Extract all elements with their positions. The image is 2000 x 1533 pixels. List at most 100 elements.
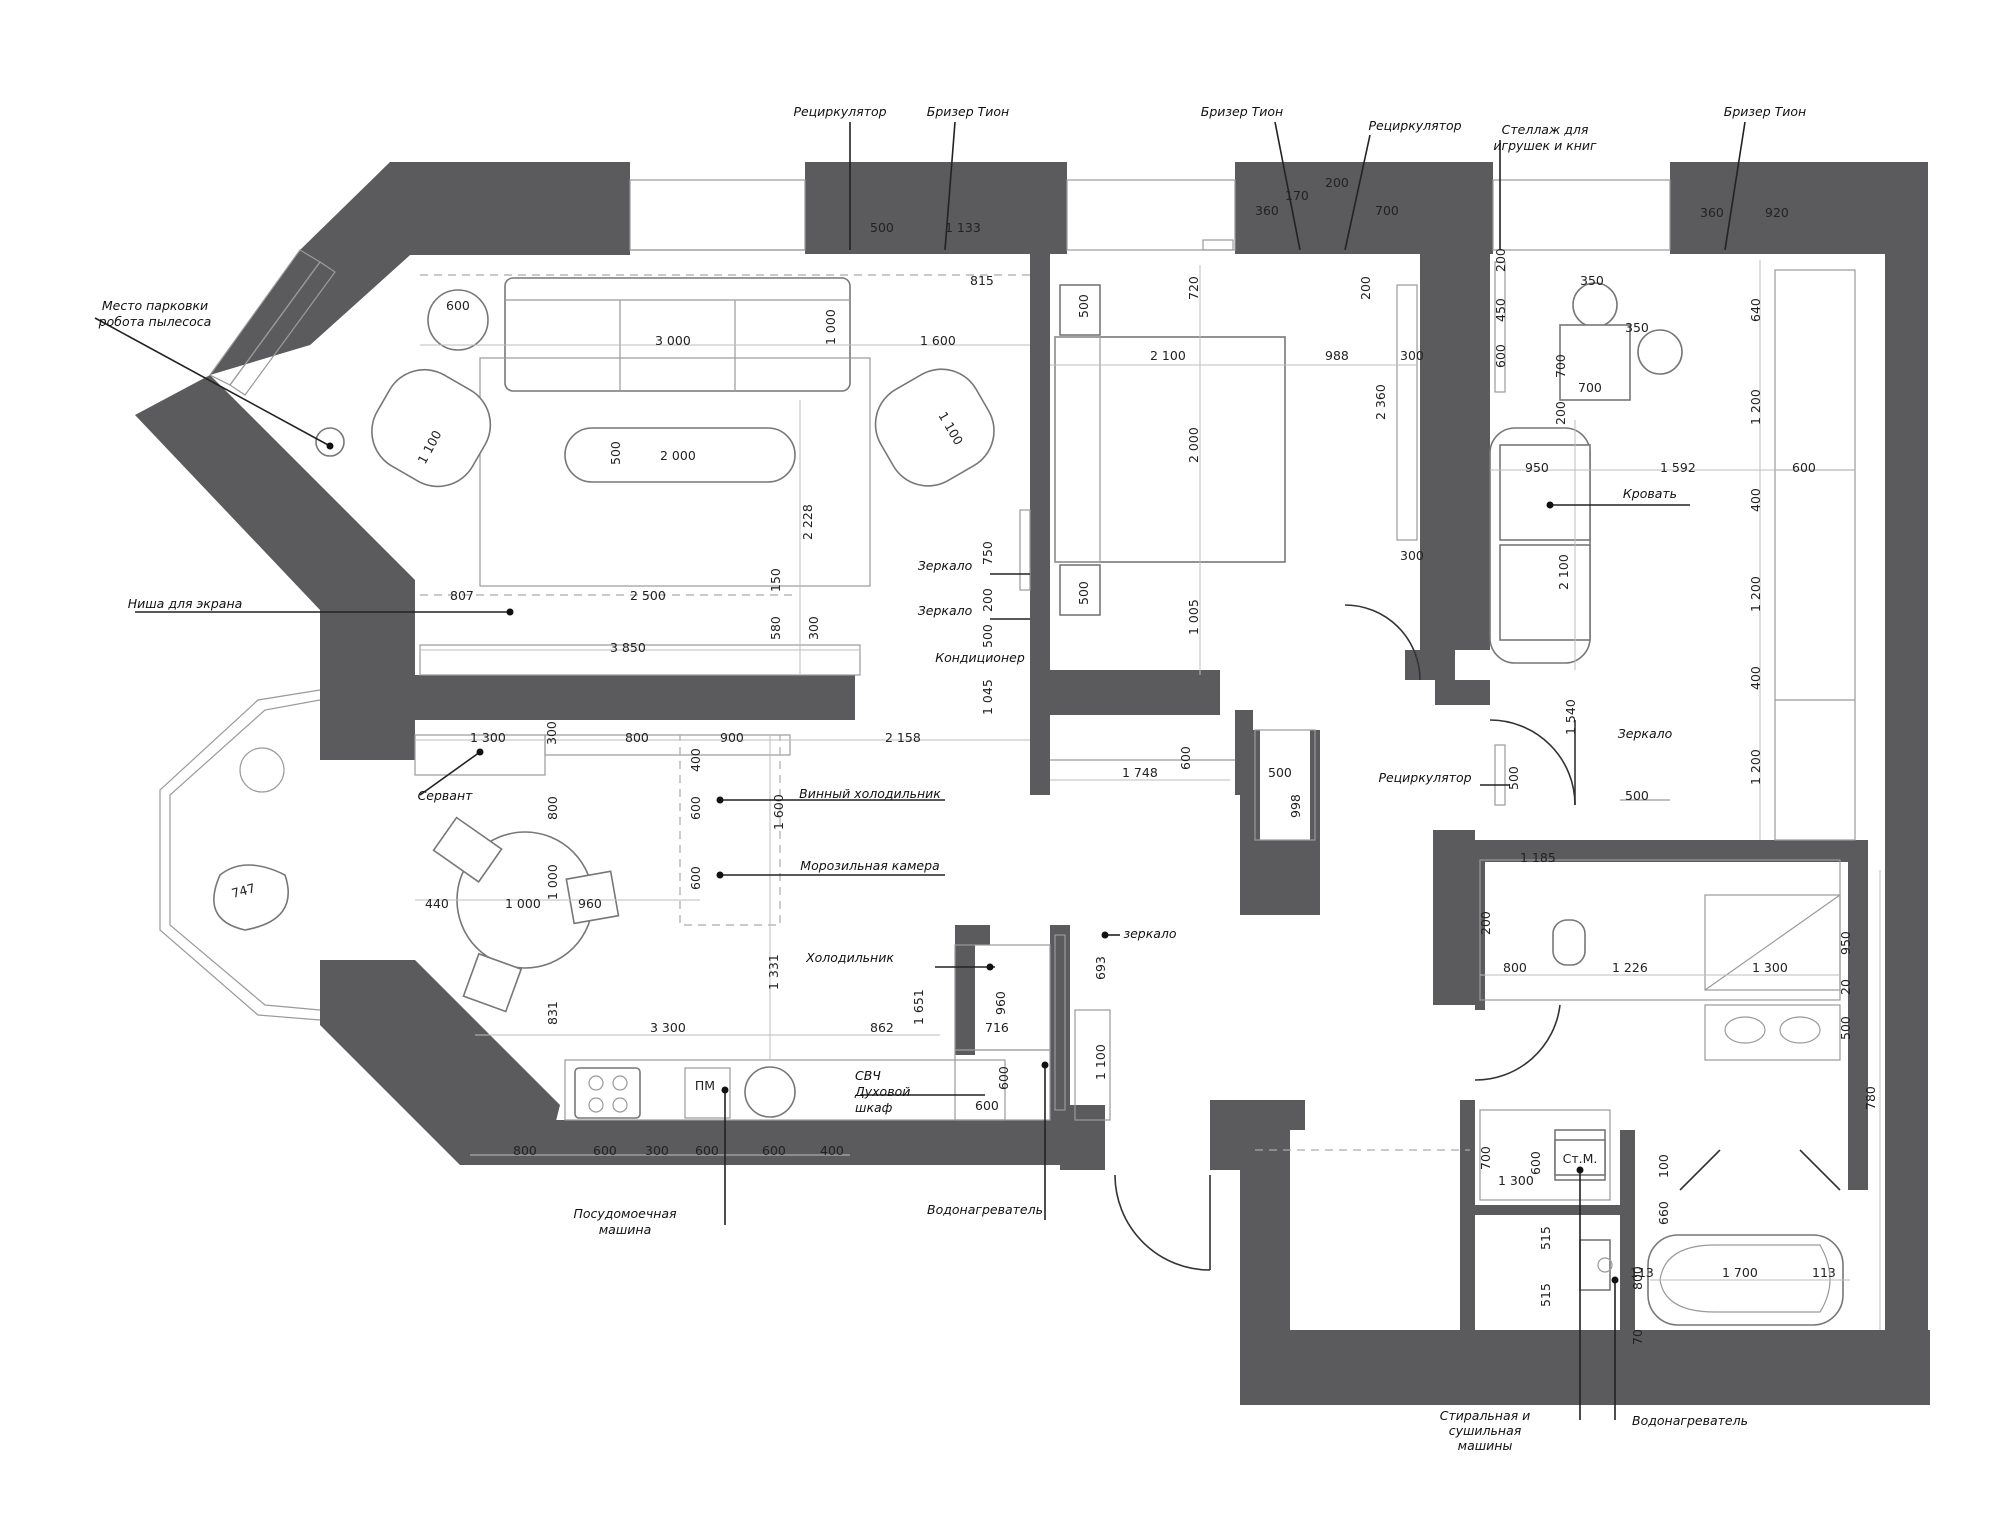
dim-v: 1 540	[1563, 699, 1578, 735]
oven-label-1: Духовой	[854, 1084, 910, 1099]
dim-h: 440	[425, 896, 449, 911]
dim-v: 200	[1478, 911, 1493, 935]
kids-room	[1489, 261, 1856, 841]
dim-v: 200	[1358, 276, 1373, 300]
dim-h: 1 300	[1498, 1173, 1534, 1188]
recirc-label-3: Рециркулятор	[1378, 770, 1471, 785]
recirc-label-1: Рециркулятор	[793, 104, 886, 119]
mirror-label-2: Зеркало	[918, 603, 973, 618]
dim-h: 600	[762, 1143, 786, 1158]
dim-h: 300	[1400, 348, 1424, 363]
parking-label-2: робота пылесоса	[98, 314, 212, 329]
living-room	[315, 274, 1031, 676]
dim-h: 800	[625, 730, 649, 745]
bedroom	[1054, 239, 1421, 681]
dim-h: 815	[970, 273, 994, 288]
dim-h: 600	[695, 1143, 719, 1158]
dim-h: 900	[720, 730, 744, 745]
shelf-label-1: Стеллаж для	[1502, 122, 1589, 137]
dim-h: 988	[1325, 348, 1349, 363]
dim-v: 998	[1288, 794, 1303, 818]
dim-v: 500	[1838, 1016, 1853, 1040]
dim-v: 450	[1493, 298, 1508, 322]
dim-v: 500	[980, 624, 995, 648]
dim-h: 600	[1792, 460, 1816, 475]
breezer-label-3: Бризер Тион	[1724, 104, 1806, 119]
dim-v: 1 600	[771, 794, 786, 830]
microwave-label: СВЧ	[855, 1068, 881, 1083]
dim-v: 1 200	[1748, 576, 1763, 612]
fridge-label: Холодильник	[805, 950, 894, 965]
dim-h: 500	[870, 220, 894, 235]
dim-h: 300	[645, 1143, 669, 1158]
dim-h: 2 500	[630, 588, 666, 603]
dim-v: 1 651	[911, 989, 926, 1025]
dim-h: 2 158	[885, 730, 921, 745]
dim-h: 3 000	[655, 333, 691, 348]
dim-v: 2 100	[1556, 554, 1571, 590]
dim-h: 920	[1765, 205, 1789, 220]
dim-h: 113	[1630, 1265, 1654, 1280]
dim-v: 660	[1656, 1201, 1671, 1225]
dim-v: 800	[545, 796, 560, 820]
kitchen	[564, 934, 1111, 1121]
dim-h: 1 226	[1612, 960, 1648, 975]
dim-v: 600	[1178, 746, 1193, 770]
dim-h: 807	[450, 588, 474, 603]
washer-label-2: сушильная	[1449, 1423, 1522, 1438]
water-heater-label-1: Водонагреватель	[927, 1202, 1043, 1217]
dim-v: 400	[688, 748, 703, 772]
dim-h: 960	[578, 896, 602, 911]
dim-v: 1 100	[1093, 1044, 1108, 1080]
dim-v: 747	[230, 880, 257, 901]
dim-v: 100	[1656, 1154, 1671, 1178]
dimension-lines	[415, 260, 1881, 1330]
stm-label: Ст.М.	[1563, 1151, 1598, 1166]
dim-v: 150	[768, 568, 783, 592]
dim-v: 831	[545, 1001, 560, 1025]
dim-v: 600	[688, 866, 703, 890]
dim-v: 400	[1748, 666, 1763, 690]
dim-h: 400	[820, 1143, 844, 1158]
dim-v: 500	[1076, 581, 1091, 605]
dim-h: 600	[593, 1143, 617, 1158]
dishwasher-label-1: Посудомоечная	[573, 1206, 677, 1221]
dim-v: 600	[1493, 344, 1508, 368]
dim-h: 300	[1400, 548, 1424, 563]
dim-v: 20	[1838, 979, 1853, 995]
breezer-label-1: Бризер Тион	[927, 104, 1009, 119]
dim-v: 600	[996, 1066, 1011, 1090]
washer-label-1: Стиральная и	[1440, 1408, 1531, 1423]
dim-h: 800	[1503, 960, 1527, 975]
dim-v: 600	[1528, 1151, 1543, 1175]
dim-v: 693	[1093, 956, 1108, 980]
dishwasher-label-2: машина	[599, 1222, 651, 1237]
dim-h: 3 300	[650, 1020, 686, 1035]
wine-fridge-label: Винный холодильник	[799, 786, 941, 801]
dim-h: 500	[1268, 765, 1292, 780]
label-boxes: Ст.М. ПМ	[695, 1078, 1606, 1176]
screen-niche-label: Ниша для экрана	[128, 596, 243, 611]
dim-h: 170	[1285, 188, 1309, 203]
dim-v: 200	[1553, 401, 1568, 425]
aircon-label: Кондиционер	[935, 650, 1025, 665]
dim-v: 515	[1538, 1226, 1553, 1250]
dim-v: 500	[608, 441, 623, 465]
dim-v: 700	[1553, 354, 1568, 378]
dim-h: 200	[1325, 175, 1349, 190]
dim-v: 700	[1478, 1146, 1493, 1170]
dim-v: 1 045	[980, 679, 995, 715]
dim-v: 515	[1538, 1283, 1553, 1307]
labels: Рециркулятор Бризер Тион Бризер Тион Рец…	[98, 104, 1807, 1453]
dim-h: 500	[1625, 788, 1649, 803]
dim-v: 500	[1076, 294, 1091, 318]
leader-dots	[326, 442, 1619, 1284]
dim-h: 2 100	[1150, 348, 1186, 363]
freezer-label: Морозильная камера	[800, 858, 939, 873]
pm-label: ПМ	[695, 1078, 715, 1093]
dim-h: 1 700	[1722, 1265, 1758, 1280]
windows	[159, 179, 1671, 1021]
dim-v: 960	[993, 991, 1008, 1015]
dim-h: 1 592	[1660, 460, 1696, 475]
dim-v: 1 331	[766, 954, 781, 990]
